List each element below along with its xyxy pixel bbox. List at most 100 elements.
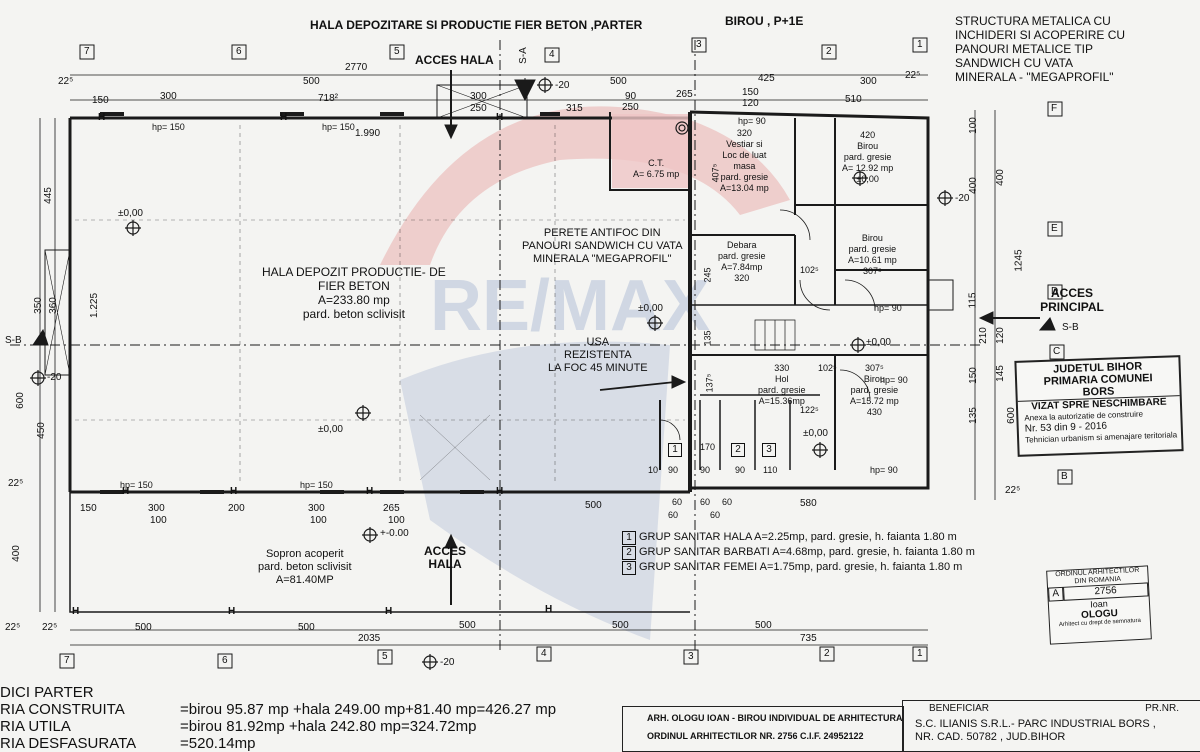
column-marker: H <box>230 486 238 497</box>
level-label: ±0,00 <box>638 303 663 314</box>
wall-dim: 170 <box>700 442 716 452</box>
level-label: ±0,00 <box>118 208 143 219</box>
dimension: 500 <box>303 76 320 87</box>
column-marker: H <box>280 112 288 123</box>
axis-label: D <box>1051 286 1059 297</box>
dimension: 300 <box>160 91 177 102</box>
wall-dim: 60 <box>710 510 721 520</box>
dimension: 22⁵ <box>905 70 921 81</box>
dimension: 100 <box>310 515 327 526</box>
dimension: 120 <box>994 327 1006 344</box>
height-label: hp= 150 <box>322 122 355 132</box>
wall-dim: 122⁵ <box>800 405 819 415</box>
municipality-stamp: JUDETUL BIHOR PRIMARIA COMUNEI BORS VIZA… <box>1014 355 1184 457</box>
wall-dim: 60 <box>700 497 711 507</box>
room-ct: C.T.A= 6.75 mp <box>633 158 680 179</box>
dimension: 400 <box>994 169 1006 186</box>
height-label: hp= 150 <box>152 122 185 132</box>
dimension: 445 <box>42 187 54 204</box>
dimension: 100 <box>388 515 405 526</box>
dimension: 735 <box>800 633 817 644</box>
dimension: 1.990 <box>355 128 381 139</box>
height-label: hp= 90 <box>874 303 902 313</box>
dimension: 120 <box>742 98 759 109</box>
wall-dim: 60 <box>672 497 683 507</box>
dimension: 500 <box>612 620 629 631</box>
axis-label: 6 <box>236 46 242 57</box>
section-marker: S-B <box>5 335 22 346</box>
wall-dim: 90 <box>735 465 746 475</box>
dimension: 350 <box>32 297 44 314</box>
axis-label: E <box>1051 223 1058 234</box>
architect-block: ARH. OLOGU IOAN - BIROU INDIVIDUAL DE AR… <box>622 706 904 752</box>
height-label: hp= 90 <box>880 375 908 385</box>
wall-dim: 102⁵ <box>800 265 819 275</box>
toilet-number-2: 2 <box>731 443 745 457</box>
wall-dim: 90 <box>700 465 711 475</box>
dimension: 150 <box>92 95 109 106</box>
dimension: 150 <box>80 503 97 514</box>
level-label: ±0,00 <box>866 337 891 348</box>
dimension: 22⁵ <box>5 622 21 633</box>
dimension: 300 <box>860 76 877 87</box>
dimension: 135 <box>967 407 979 424</box>
height-label: hp= 150 <box>120 480 153 490</box>
dimension: 250 <box>622 102 639 113</box>
axis-label: 7 <box>84 46 90 57</box>
dimension: 22⁵ <box>1005 485 1021 496</box>
dimension: 22⁵ <box>8 478 24 489</box>
column-marker: H <box>122 486 130 497</box>
axis-label: B <box>1061 471 1068 482</box>
column-marker: H <box>366 486 374 497</box>
dimension: 400 <box>967 177 979 194</box>
height-label: hp= 150 <box>300 480 333 490</box>
column-marker: H <box>98 112 106 123</box>
column-marker: H <box>496 112 504 123</box>
column-marker: H <box>385 606 393 617</box>
dimension: 500 <box>135 622 152 633</box>
axis-label: 4 <box>541 648 547 659</box>
dimension: 500 <box>755 620 772 631</box>
level-label: +-0.00 <box>380 528 409 539</box>
dimension: 145 <box>994 365 1006 382</box>
wall-dim: 245 <box>702 267 713 283</box>
dimension: 500 <box>298 622 315 633</box>
dimension: 100 <box>150 515 167 526</box>
axis-label: C <box>1053 346 1061 357</box>
dimension: 100 <box>967 117 979 134</box>
axis-label: 4 <box>549 49 555 60</box>
axis-label: 3 <box>696 39 702 50</box>
axis-label: 5 <box>394 46 400 57</box>
access-hall-top-label: ACCES HALA <box>415 53 494 67</box>
height-label: hp= 90 <box>870 465 898 475</box>
section-marker: S-A <box>517 47 529 64</box>
wall-dim: 10 <box>648 465 659 475</box>
level-label: -20 <box>955 193 970 204</box>
indices-block: DICI PARTER RIA CONSTRUITA=birou 95.87 m… <box>0 684 557 752</box>
dimension: 500 <box>610 76 627 87</box>
axis-label: 1 <box>917 648 923 659</box>
column-marker: H <box>496 486 504 497</box>
dimension: 300 <box>470 91 487 102</box>
dimension: 300 <box>148 503 165 514</box>
level-label: ±0,00 <box>318 424 343 435</box>
dimension: 1245 <box>1013 249 1025 272</box>
axis-label: 3 <box>688 651 694 662</box>
dimension: 315 <box>566 103 583 114</box>
axis-label: F <box>1051 103 1058 114</box>
wall-dim: 407⁵ <box>710 163 721 183</box>
axis-label: 2 <box>826 46 832 57</box>
level-label: -20 <box>47 372 62 383</box>
